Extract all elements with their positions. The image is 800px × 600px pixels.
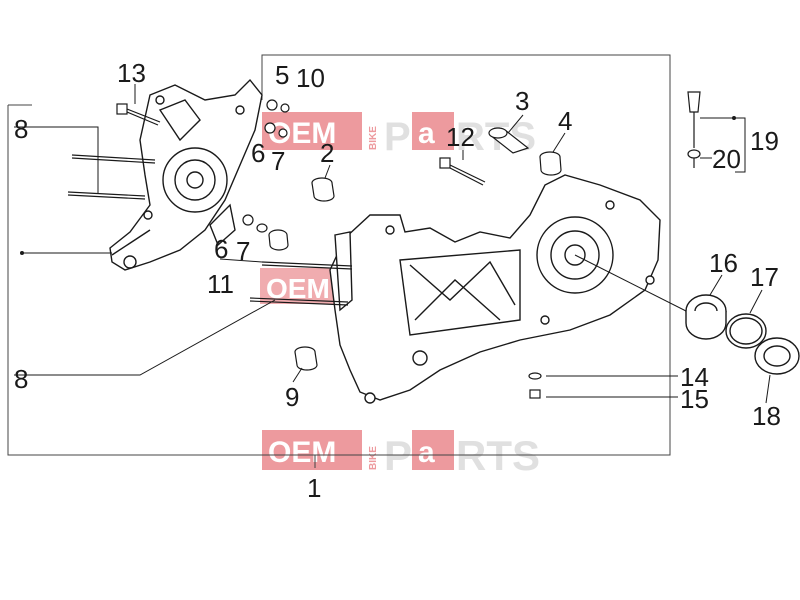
callout-10: 10 [296, 63, 325, 93]
watermark-bike-text: BIKE [368, 126, 379, 150]
callout-2: 2 [320, 138, 334, 168]
part-14-15-plug-screw [528, 372, 542, 399]
part-3-sleeve [488, 127, 530, 154]
left-crankcase-half [109, 78, 263, 271]
part-9-bushing [294, 346, 318, 371]
watermark-a-text: a [418, 117, 435, 150]
callout-17: 17 [750, 262, 779, 292]
watermark-p-text: P [384, 115, 411, 159]
callout-6-lower: 6 [214, 234, 228, 264]
part-18-seal [754, 337, 800, 375]
callout-18: 18 [752, 401, 781, 431]
right-crankcase-half [329, 174, 661, 404]
part-16-bearing [685, 294, 727, 340]
callout-13: 13 [117, 58, 146, 88]
callout-5: 5 [275, 60, 289, 90]
callout-19: 19 [750, 126, 779, 156]
callout-8-lower: 8 [14, 364, 28, 394]
callout-8-upper: 8 [14, 114, 28, 144]
callouts: 13 5 10 6 7 8 2 3 4 12 6 7 11 8 9 1 14 1… [14, 58, 781, 503]
callout-7-upper: 7 [271, 146, 285, 176]
part-17-ring [725, 313, 767, 349]
callout-12: 12 [446, 122, 475, 152]
leader-dots [20, 116, 736, 255]
callout-6-upper: 6 [251, 138, 265, 168]
part-13-bolt [116, 103, 161, 126]
callout-14: 14 [680, 362, 709, 392]
watermark-a-text: a [418, 436, 435, 469]
watermark-oem-text: OEM [268, 436, 336, 469]
callout-4: 4 [558, 106, 572, 136]
part-2-dowel [311, 177, 335, 202]
part-6-7-fasteners-lower [242, 214, 268, 233]
callout-7-lower: 7 [236, 236, 250, 266]
watermark-bike-text: BIKE [368, 446, 379, 470]
callout-11: 11 [207, 269, 234, 299]
callout-1: 1 [307, 473, 321, 503]
assembly-frame [7, 54, 671, 468]
watermark-top: OEM BIKE P a RTS [262, 112, 536, 159]
part-12-bolt [439, 157, 486, 186]
part-19-20-dipstick [687, 91, 701, 168]
part-4-bushing [539, 151, 562, 176]
part-8-studs-lower [249, 261, 353, 306]
callout-20: 20 [712, 144, 741, 174]
part-11-sleeve [268, 229, 289, 251]
watermark-bottom: OEM BIKE P a RTS [262, 430, 540, 479]
callout-3: 3 [515, 86, 529, 116]
callout-9: 9 [285, 382, 299, 412]
callout-16: 16 [709, 248, 738, 278]
leader-lines [14, 84, 771, 404]
part-8-studs-upper [67, 154, 156, 200]
callout-15: 15 [680, 384, 709, 414]
part-5-6-7-10-fasteners-upper [264, 99, 290, 138]
